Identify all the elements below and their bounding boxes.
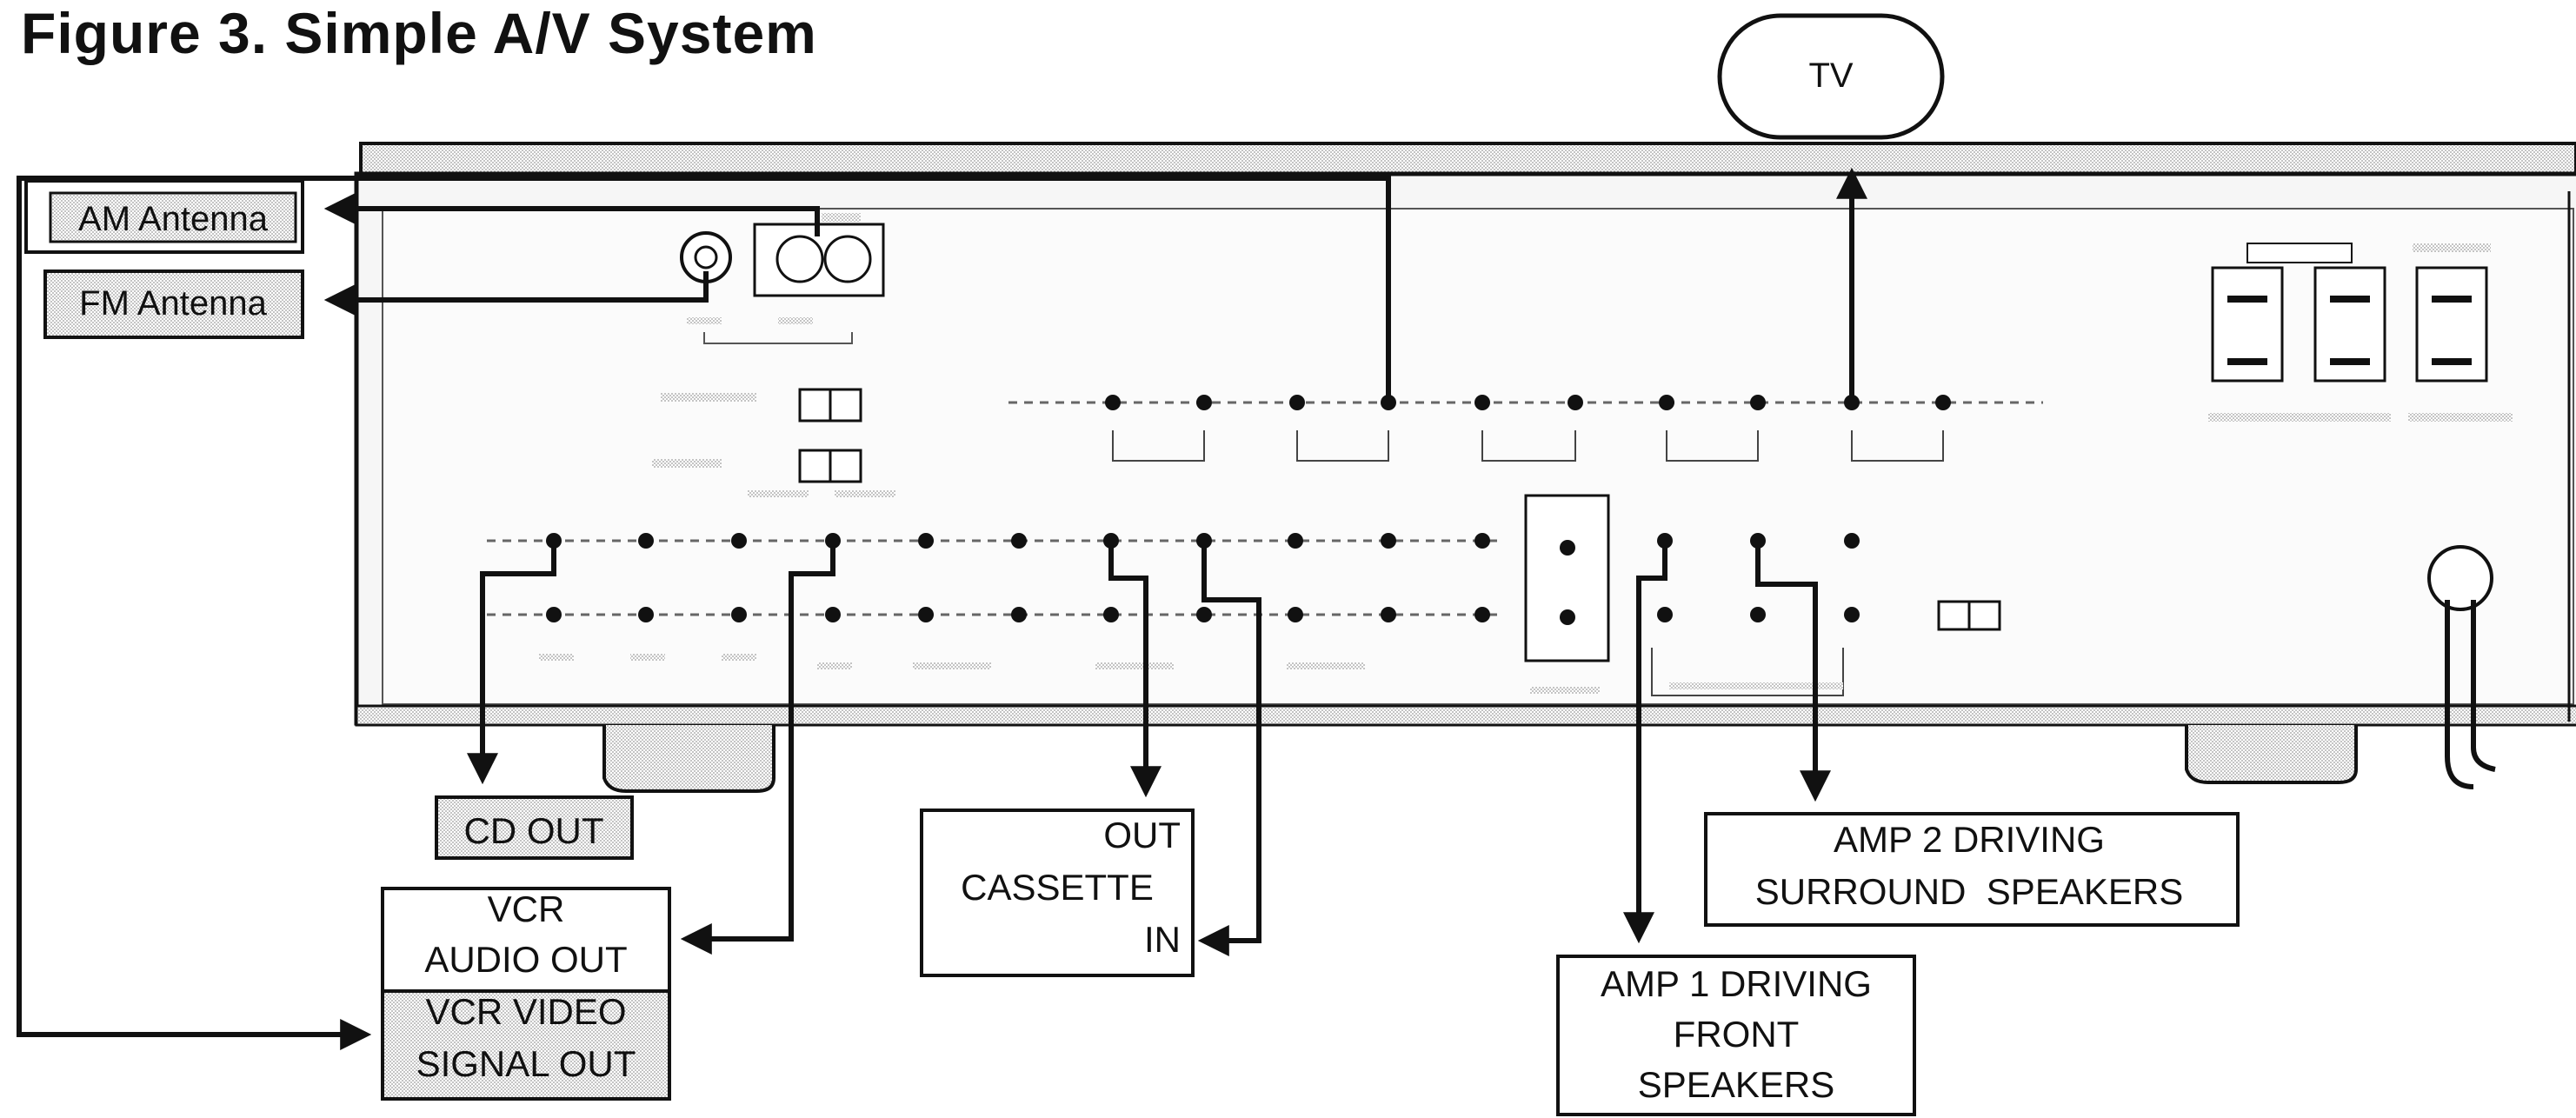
cassette-out-label: OUT — [1103, 815, 1181, 855]
am-antenna-label: AM Antenna — [78, 200, 269, 238]
audio-jack-rows — [487, 494, 2001, 696]
cd-out-wire — [467, 541, 556, 785]
connection-lines — [17, 167, 1867, 1050]
vcr-audio-line1: VCR — [488, 888, 565, 929]
tv-label: TV — [1808, 57, 1853, 95]
vcr-audio-out-box: VCR AUDIO OUT — [381, 887, 671, 993]
cassette-in-wire — [1197, 541, 1261, 956]
amp1-wire — [1623, 541, 1667, 944]
panel-switches — [652, 388, 895, 497]
vcr-video-signal-out-box: VCR VIDEO SIGNAL OUT — [381, 989, 671, 1101]
fm-antenna-label: FM Antenna — [79, 284, 267, 323]
tv-node: TV — [1717, 13, 1945, 140]
vcr-audio-wire — [680, 541, 835, 955]
cd-out-box: CD OUT — [435, 795, 634, 860]
am-antenna-box: AM Antenna — [24, 179, 304, 254]
power-cord — [2427, 545, 2496, 789]
vcr-audio-line2: AUDIO OUT — [424, 939, 627, 980]
am-antenna-wire — [323, 193, 820, 236]
amp2-box: AMP 2 DRIVING SURROUND SPEAKERS — [1704, 812, 2240, 927]
vcr-video-line1: VCR VIDEO — [425, 991, 626, 1032]
amp1-line2: FRONT — [1674, 1014, 1800, 1055]
video-jack-row — [1008, 395, 2043, 462]
fm-antenna-box: FM Antenna — [43, 270, 304, 339]
fm-antenna-wire — [323, 271, 709, 316]
amp1-line3: SPEAKERS — [1638, 1064, 1834, 1105]
amp2-line1: AMP 2 DRIVING — [1834, 819, 2105, 860]
vcr-video-wire — [17, 176, 1391, 1050]
cassette-label: CASSETTE — [961, 867, 1154, 908]
amp1-box: AMP 1 DRIVING FRONT SPEAKERS — [1556, 955, 1916, 1116]
amp2-wire — [1755, 541, 1831, 802]
cd-out-label: CD OUT — [464, 810, 604, 851]
antenna-terminals — [680, 213, 885, 344]
cassette-in-label: IN — [1144, 919, 1181, 960]
cassette-out-wire — [1108, 541, 1162, 798]
vcr-video-line2: SIGNAL OUT — [416, 1043, 636, 1084]
amp2-line2: SURROUND SPEAKERS — [1755, 871, 2183, 912]
cassette-box: OUT CASSETTE IN — [920, 809, 1195, 977]
ac-outlets — [2208, 243, 2513, 422]
figure-title: Figure 3. Simple A/V System — [21, 1, 817, 65]
amp1-line1: AMP 1 DRIVING — [1601, 963, 1872, 1004]
